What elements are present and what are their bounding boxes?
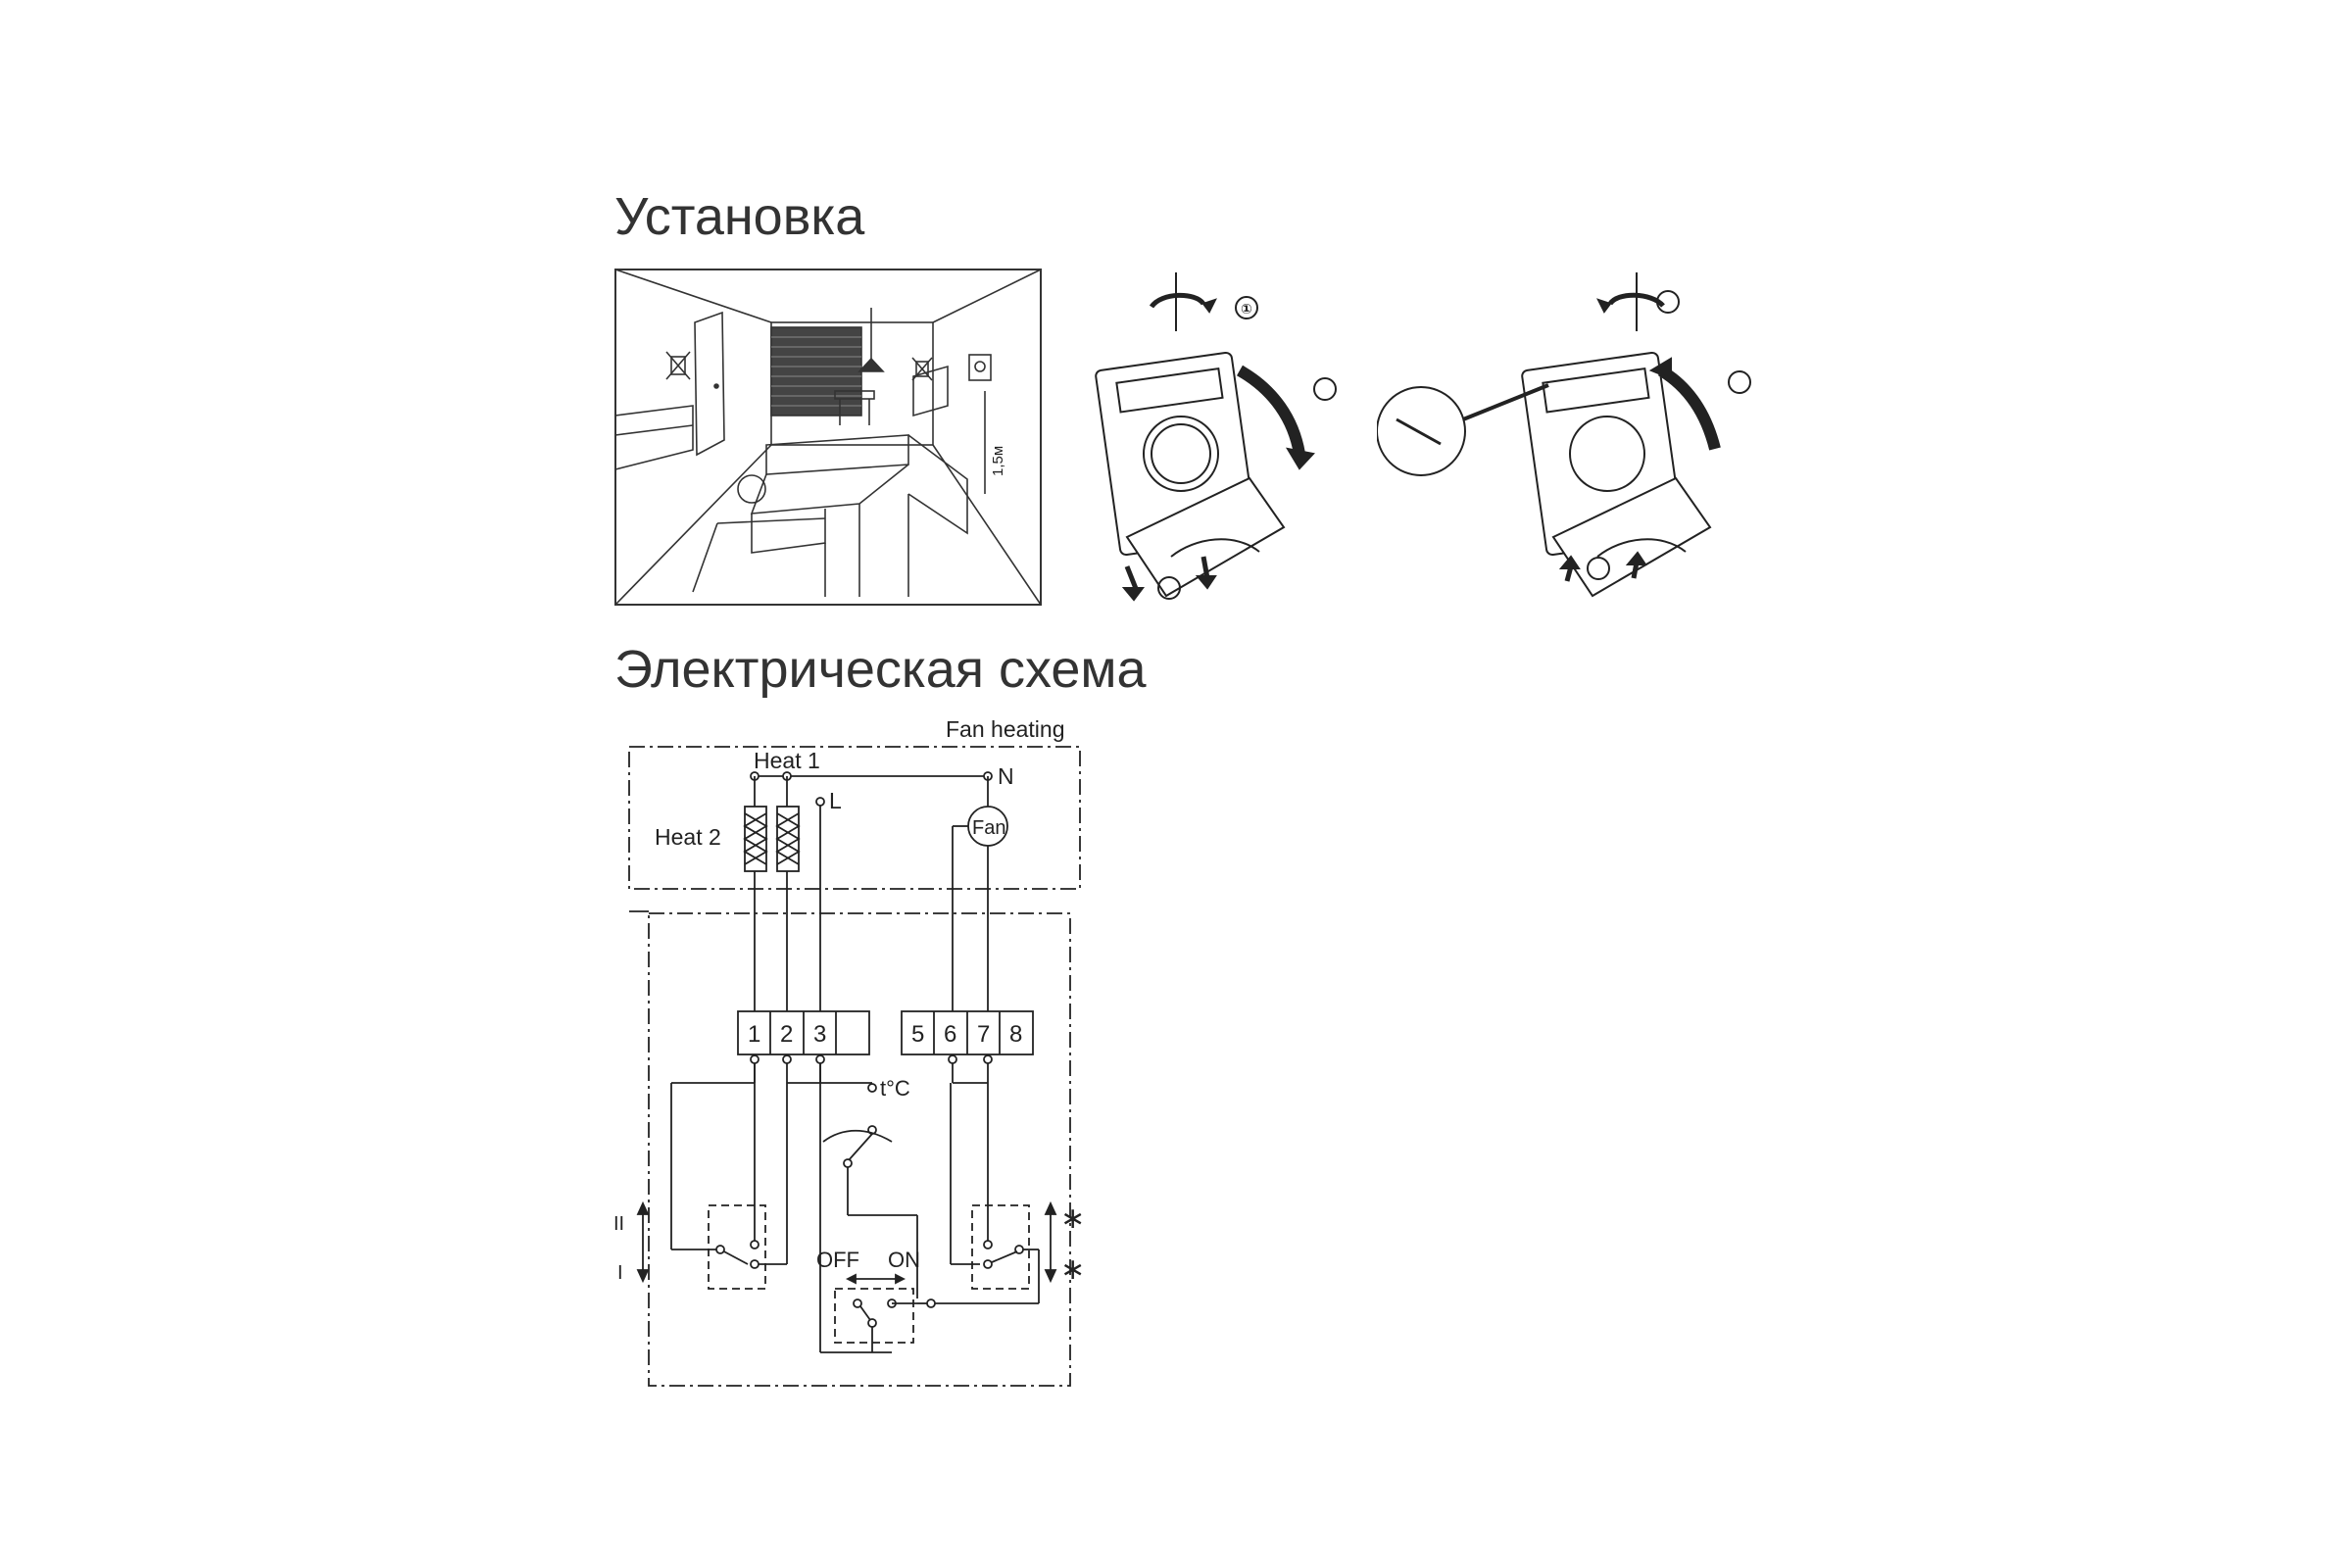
installation-heading: Установка [614,187,865,246]
wiring-heading: Электрическая схема [614,640,1147,699]
svg-text:①: ① [1241,301,1252,317]
neutral-label: N [998,763,1014,789]
level-two-label: II [613,1213,624,1235]
heat1-label: Heat 1 [754,748,820,773]
cover-closing-illustration [1377,272,1751,598]
cover-opening-illustration: ① [1095,272,1337,602]
terminal-5: 5 [911,1021,924,1048]
wiring-diagram: Fan heating Heat 1 Heat 2 N L Fan 1 2 3 … [613,716,1085,1387]
terminal-3: 3 [813,1021,826,1048]
star-top: ∗ [1060,1202,1085,1235]
heat2-label: Heat 2 [655,824,721,850]
star-bottom: ∗ [1060,1253,1085,1286]
temperature-label: t°C [880,1076,910,1101]
terminal-6: 6 [944,1021,956,1048]
fan-label: Fan [972,817,1005,839]
terminal-7: 7 [977,1021,990,1048]
terminal-8: 8 [1009,1021,1022,1048]
terminal-2: 2 [780,1021,793,1048]
on-label: ON [888,1248,920,1272]
height-label: 1,5м [990,446,1006,476]
fan-heating-label: Fan heating [946,716,1064,742]
room-installation-illustration: 1,5м [614,269,1042,606]
off-label: OFF [816,1248,859,1272]
line-label: L [829,788,842,813]
terminal-1: 1 [748,1021,760,1048]
level-one-label: I [617,1262,623,1284]
